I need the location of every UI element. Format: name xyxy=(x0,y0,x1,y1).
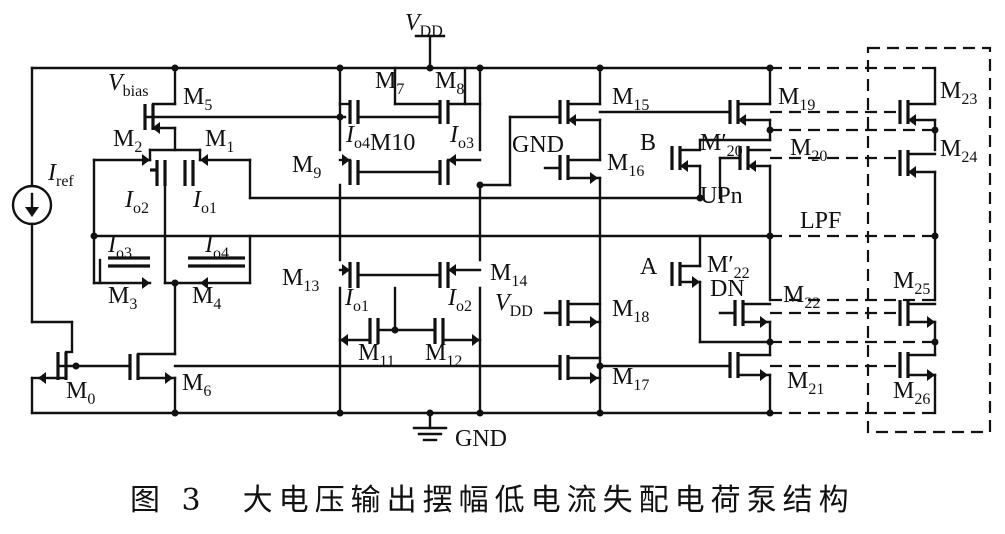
m19-label: M19 xyxy=(778,84,815,114)
io4-left-label: Io4 xyxy=(204,232,229,262)
m4-label: M4 xyxy=(192,283,221,313)
m11-m12-pair xyxy=(338,286,482,346)
io3-mid-label: Io3 xyxy=(449,122,474,152)
m5-label: M5 xyxy=(183,84,212,114)
m22-label: M22 xyxy=(783,282,820,312)
m9-m10-pair xyxy=(338,115,562,262)
m9-label: M9 xyxy=(292,152,321,182)
node-a-label: A xyxy=(640,254,658,280)
m0-transistor xyxy=(30,350,132,415)
m3-label: M3 xyxy=(108,283,137,313)
iref-current-source xyxy=(11,66,74,352)
m7-m8-pair xyxy=(338,66,482,152)
m1-m2-pair xyxy=(92,148,252,285)
node-b-label: B xyxy=(640,130,656,156)
iref-label: Iref xyxy=(47,160,74,190)
io3-left-label: Io3 xyxy=(107,232,132,262)
vdd-top-label: VDD xyxy=(405,10,443,40)
m14-label: M14 xyxy=(490,260,527,290)
io4-mid-label: Io4 xyxy=(345,122,370,152)
bus-lpf xyxy=(90,232,935,240)
m25-label: M25 xyxy=(893,268,930,298)
m16-label: M16 xyxy=(607,150,644,180)
gnd-inner-label: GND xyxy=(512,132,564,158)
dashed-replica-block xyxy=(770,46,992,434)
figure-caption: 图 3 大电压输出摆幅低电流失配电荷泵结构 xyxy=(130,483,855,518)
m19-m20-branch xyxy=(598,66,772,238)
m3-m4-pair xyxy=(92,234,252,289)
m7-label: M7 xyxy=(375,68,404,98)
m5-transistor xyxy=(143,66,347,152)
m21-label: M21 xyxy=(787,368,824,398)
m12-label: M12 xyxy=(425,340,462,370)
m2-label: M2 xyxy=(113,126,142,156)
m21-m22-branch xyxy=(598,234,772,415)
m10-label: M10 xyxy=(370,130,415,156)
labels: VDD GND Iref Vbias M5 M2 M1 M3 M4 M0 M6 … xyxy=(47,10,977,452)
m17-label: M17 xyxy=(612,364,649,394)
m6-label: M6 xyxy=(182,370,211,400)
io1-mid-label: Io1 xyxy=(344,285,369,315)
io2-mid-label: Io2 xyxy=(447,285,472,315)
dn-label: DN xyxy=(710,276,745,302)
junction-dots xyxy=(171,64,939,417)
m1-label: M1 xyxy=(205,126,234,156)
m13-label: M13 xyxy=(282,265,319,295)
m23-label: M23 xyxy=(940,78,977,108)
lpf-label: LPF xyxy=(800,208,841,234)
m15-m16-branch xyxy=(543,66,602,415)
m18-label: M18 xyxy=(612,296,649,326)
m24-label: M24 xyxy=(940,136,977,166)
m17-m18-branch xyxy=(173,300,602,384)
m22-prime-label: M′22 xyxy=(707,252,750,282)
m20-prime-label: M′20 xyxy=(700,130,743,160)
m26-label: M26 xyxy=(893,378,930,408)
io2-left-label: Io2 xyxy=(124,187,149,217)
m13-m14-pair xyxy=(338,262,482,415)
m0-label: M0 xyxy=(66,378,95,408)
gnd-bottom-label: GND xyxy=(455,426,507,452)
m20-label: M20 xyxy=(790,135,827,165)
vdd-rail xyxy=(30,34,935,70)
m6-transistor xyxy=(128,283,177,415)
vdd-inner-label: VDD xyxy=(495,290,533,320)
m15-label: M15 xyxy=(612,84,649,114)
m11-label: M11 xyxy=(358,340,395,370)
m8-label: M8 xyxy=(435,68,464,98)
upn-label: UPn xyxy=(700,183,743,209)
vbias-label: Vbias xyxy=(108,70,148,100)
io1-left-label: Io1 xyxy=(192,187,217,217)
